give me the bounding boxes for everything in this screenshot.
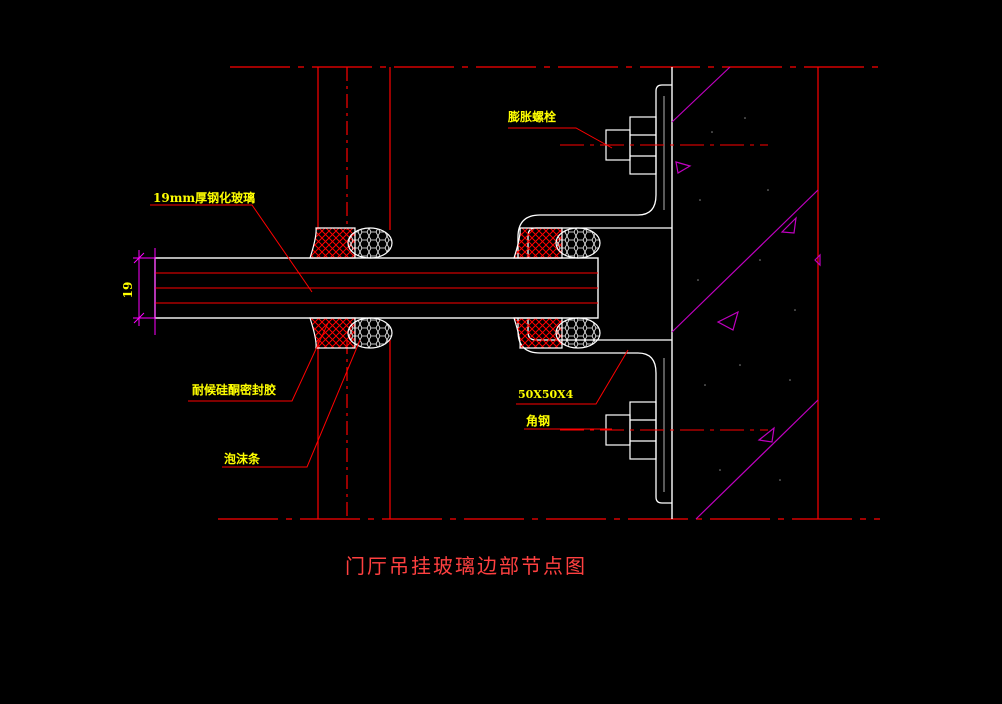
label-expansion-bolt: 膨胀螺栓 [507, 109, 556, 124]
glass-pane [154, 257, 599, 319]
drawing-title: 门厅吊挂玻璃边部节点图 [345, 554, 587, 578]
leader-lines [150, 127, 629, 468]
angle-steel-brackets [517, 84, 672, 504]
label-tempered-glass: 19mm厚钢化玻璃 [153, 190, 255, 205]
red-frame-lines [218, 66, 880, 520]
dimension-19 [133, 248, 156, 335]
sealant-and-foam [309, 227, 601, 349]
dimension-19-text: 19 [121, 282, 135, 299]
expansion-bolts [560, 116, 768, 460]
label-angle-steel: 角钢 [526, 413, 550, 428]
label-silicone-sealant: 耐候硅酮密封胶 [192, 382, 276, 397]
label-angle-size: 50X50X4 [518, 388, 574, 401]
label-foam-strip: 泡沫条 [224, 451, 261, 466]
concrete-wall [671, 66, 821, 520]
